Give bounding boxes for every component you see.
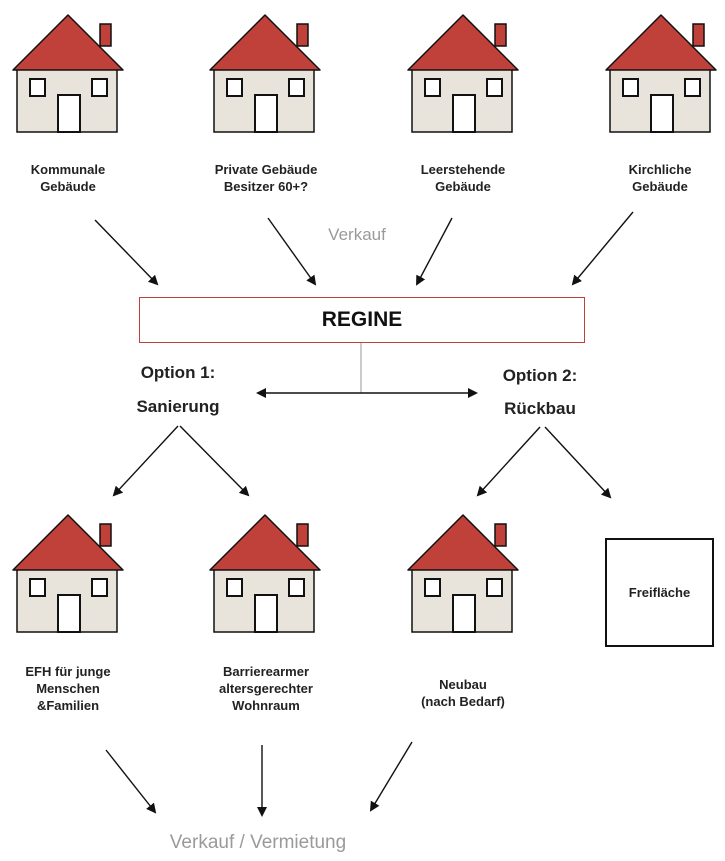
regine-box: REGINE <box>139 297 585 343</box>
freiflaeche-label: Freifläche <box>628 585 691 600</box>
house-icon <box>209 14 321 133</box>
regine-label: REGINE <box>321 308 403 331</box>
option2-subtitle: Rückbau <box>504 399 576 418</box>
arrow-icon <box>94 219 159 286</box>
top-house-label-3: Leerstehende Gebäude <box>420 162 506 194</box>
arrow-icon <box>179 425 250 497</box>
top-house-label-2: Private Gebäude Besitzer 60+? <box>214 162 318 194</box>
option2-title: Option 2: <box>502 366 578 385</box>
verkauf-vermietung-label: Verkauf / Vermietung <box>169 832 347 853</box>
verkauf-label: Verkauf <box>328 225 386 244</box>
house-icon <box>605 14 717 133</box>
house-icon <box>407 14 519 133</box>
house-icon <box>407 514 519 633</box>
arrow-icon <box>369 741 413 812</box>
top-house-label-1: Kommunale Gebäude <box>30 162 106 194</box>
bottom-label-efh: EFH für junge Menschen &Familien <box>25 664 111 713</box>
arrow-icon <box>571 211 634 286</box>
arrow-icon <box>112 425 179 497</box>
arrow-icon <box>416 217 453 286</box>
arrow-icon <box>476 426 541 497</box>
freiflaeche-box: Freifläche <box>605 538 714 647</box>
option1-title: Option 1: <box>140 363 216 382</box>
option1-subtitle: Sanierung <box>136 397 220 416</box>
house-icon <box>12 14 124 133</box>
arrow-icon <box>267 217 317 286</box>
bottom-label-neubau: Neubau (nach Bedarf) <box>421 677 505 709</box>
arrow-icon <box>105 749 157 814</box>
house-icon <box>209 514 321 633</box>
house-icon <box>12 514 124 633</box>
arrow-icon <box>544 426 612 499</box>
bottom-label-barrierearm: Barrierearmer altersgerechter Wohnraum <box>219 664 313 713</box>
top-house-label-4: Kirchliche Gebäude <box>628 162 692 194</box>
